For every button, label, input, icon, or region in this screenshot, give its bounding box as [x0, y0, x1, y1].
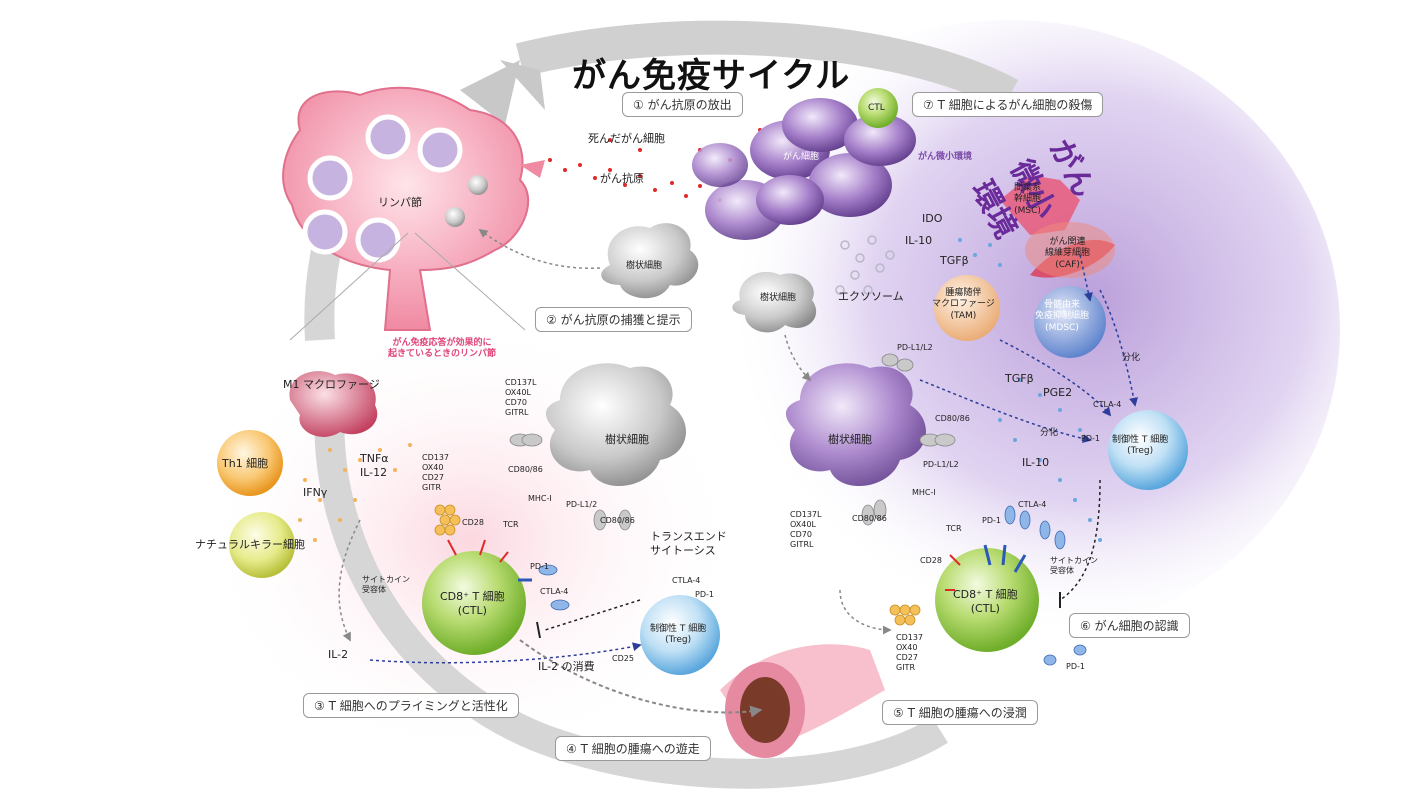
ctl-right-label: CD8⁺ T 細胞 (CTL) [953, 588, 1018, 615]
cd80-86-left2-label: CD80/86 [600, 516, 635, 525]
ctla4-left-label: CTLA-4 [540, 587, 569, 596]
pdl1-l2-left-label: PD-L1/2 [566, 500, 598, 509]
trans-endocytosis-label: トランスエンド サイトーシス [650, 530, 727, 557]
differentiation-label-2: 分化 [1040, 428, 1059, 438]
cd137-right-label: CD137 OX40 CD27 GITR [896, 633, 924, 672]
il10-mid-label: IL-10 [1022, 456, 1050, 469]
tgfb-mid-label: TGFβ [1005, 372, 1034, 385]
pge2-label: PGE2 [1043, 386, 1073, 399]
pdl1-l2-right-label: PD-L1/L2 [923, 460, 959, 469]
pdl1-l2-top-label: PD-L1/L2 [897, 343, 933, 352]
cytokine-receptor-right-label: サイトカイン 受容体 [1050, 556, 1098, 575]
cd80-86-left-label: CD80/86 [508, 465, 543, 474]
tam-label: 腫瘍随伴 マクロファージ (TAM) [932, 288, 995, 321]
cancer-antigen-label: がん抗原 [600, 172, 644, 185]
dendritic-cell-left-label: 樹状細胞 [605, 433, 649, 446]
mhc1-left-label: MHC-I [528, 494, 552, 503]
tnfa-il12-label: TNFα IL-12 [360, 452, 389, 479]
dead-cancer-label: 死んだがん細胞 [588, 132, 665, 145]
step-2-box: ② がん抗原の捕獲と提示 [535, 307, 692, 332]
dendritic-cell-top-label: 樹状細胞 [626, 261, 663, 271]
lymph-node-note: がん免疫応答が効果的に 起きているときのリンパ節 [388, 338, 497, 360]
ctla4-right-label: CTLA-4 [1018, 500, 1047, 509]
pd1-treg-left-label: PD-1 [695, 590, 714, 599]
pd1-treg-right-label: PD-1 [1081, 434, 1100, 443]
tme-small-label: がん微小環境 [918, 152, 973, 162]
ctl-top-label: CTL [868, 103, 885, 113]
mhc1-right-label: MHC-I [912, 488, 936, 497]
cd137-left-label: CD137 OX40 CD27 GITR [422, 453, 450, 492]
step-1-box: ① がん抗原の放出 [622, 92, 743, 117]
treg-left-label: 制御性 T 細胞 (Treg) [650, 624, 707, 646]
cd80-86-right-label: CD80/86 [935, 414, 970, 423]
cd80-86-right2-label: CD80/86 [852, 514, 887, 523]
caf-label: がん関連 線維芽細胞 (CAF) [1045, 237, 1091, 270]
step-6-box: ⑥ がん細胞の認識 [1069, 613, 1190, 638]
tgfb-top-label: TGFβ [940, 254, 969, 267]
cd25-label: CD25 [612, 654, 634, 663]
cd137l-right-label: CD137L OX40L CD70 GITRL [790, 510, 822, 549]
msc-label: 間葉系 幹細胞 (MSC) [1014, 183, 1042, 216]
ifng-label: IFNγ [303, 486, 328, 499]
differentiation-label-1: 分化 [1122, 353, 1141, 363]
lymph-node-label: リンパ節 [378, 196, 422, 209]
mdsc-label: 骨髄由来 免疫抑制細胞 (MDSC) [1035, 300, 1090, 333]
treg-right-label: 制御性 T 細胞 (Treg) [1112, 435, 1169, 457]
m1-macrophage-label: M1 マクロファージ [283, 378, 380, 391]
il2-label: IL-2 [328, 648, 349, 661]
exosome-label: エクソソーム [838, 290, 904, 303]
step-3-box: ③ T 細胞へのプライミングと活性化 [303, 693, 519, 718]
pd1-left-label: PD-1 [530, 562, 549, 571]
step-7-box: ⑦ T 細胞によるがん細胞の殺傷 [912, 92, 1104, 117]
ctla4-treg-right-label: CTLA-4 [1093, 400, 1122, 409]
diagram-title: がん免疫サイクル [572, 56, 851, 96]
step-4-box: ④ T 細胞の腫瘍への遊走 [555, 736, 711, 761]
th1-cell-label: Th1 細胞 [222, 457, 269, 470]
il2-consumption-label: IL-2 の消費 [538, 660, 595, 673]
il10-top-label: IL-10 [905, 234, 933, 247]
tcr-left-label: TCR [503, 520, 519, 529]
ctl-left-label: CD8⁺ T 細胞 (CTL) [440, 590, 505, 617]
cd137l-left-label: CD137L OX40L CD70 GITRL [505, 378, 537, 417]
cd28-right-label: CD28 [920, 556, 942, 565]
step-5-box: ⑤ T 細胞の腫瘍への浸潤 [882, 700, 1038, 725]
nk-cell-label: ナチュラルキラー細胞 [195, 538, 305, 551]
dendritic-cell-mid-label: 樹状細胞 [760, 293, 797, 303]
ido-label: IDO [922, 212, 943, 225]
dendritic-cell-right-label: 樹状細胞 [828, 433, 872, 446]
cancer-cell-label: がん細胞 [783, 152, 820, 162]
ctla4-treg-left-label: CTLA-4 [672, 576, 701, 585]
pd1-bottom-label: PD-1 [1066, 662, 1085, 671]
cd28-left-label: CD28 [462, 518, 484, 527]
cytokine-receptor-left-label: サイトカイン 受容体 [362, 575, 410, 594]
pd1-right-label: PD-1 [982, 516, 1001, 525]
tcr-right-label: TCR [946, 524, 962, 533]
